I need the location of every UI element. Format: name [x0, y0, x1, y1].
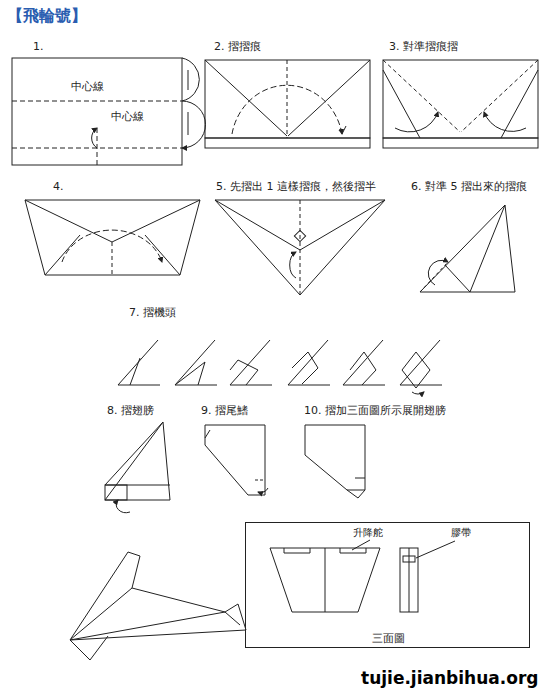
watermark: tujie.jianbihua.org [360, 668, 539, 688]
step-caption: 6. 對準 5 摺出來的摺痕 [410, 180, 528, 193]
step-caption: 9. 摺尾鰭 [200, 404, 249, 417]
centerline-label: 中心線 [110, 110, 145, 123]
step4-figure [25, 200, 200, 275]
step-caption: 5. 先摺出 1 這樣摺痕，然後摺半 [215, 180, 377, 193]
step9-figure [205, 425, 268, 495]
step7-figures [118, 340, 442, 394]
step10-figure [305, 425, 365, 498]
step-caption: 8. 摺翅膀 [106, 404, 155, 417]
plane-figure [70, 552, 246, 660]
part-label: 升降舵 [352, 527, 384, 539]
step-caption: 7. 摺機頭 [128, 306, 177, 319]
three-view-figure [270, 540, 455, 612]
step-caption: 2. 摺摺痕 [213, 40, 262, 53]
part-label: 膠帶 [450, 527, 472, 539]
step8-figure [105, 422, 170, 513]
step-number: 4. [52, 180, 65, 193]
step-number: 1. [32, 40, 45, 53]
step6-figure [420, 205, 515, 292]
step1-figure [12, 58, 205, 165]
step-caption: 3. 對準摺痕摺 [388, 40, 459, 53]
centerline-label: 中心線 [70, 80, 105, 93]
three-view-box: 三面圖 [245, 522, 530, 648]
step5-figure [215, 200, 385, 295]
page-title: 【飛輪號】 [6, 6, 88, 25]
step2-figure [205, 60, 370, 148]
step-caption: 10. 摺加三面圖所示展開翅膀 [303, 404, 447, 417]
step3-figure [383, 60, 538, 148]
box-caption: 三面圖 [371, 632, 406, 645]
